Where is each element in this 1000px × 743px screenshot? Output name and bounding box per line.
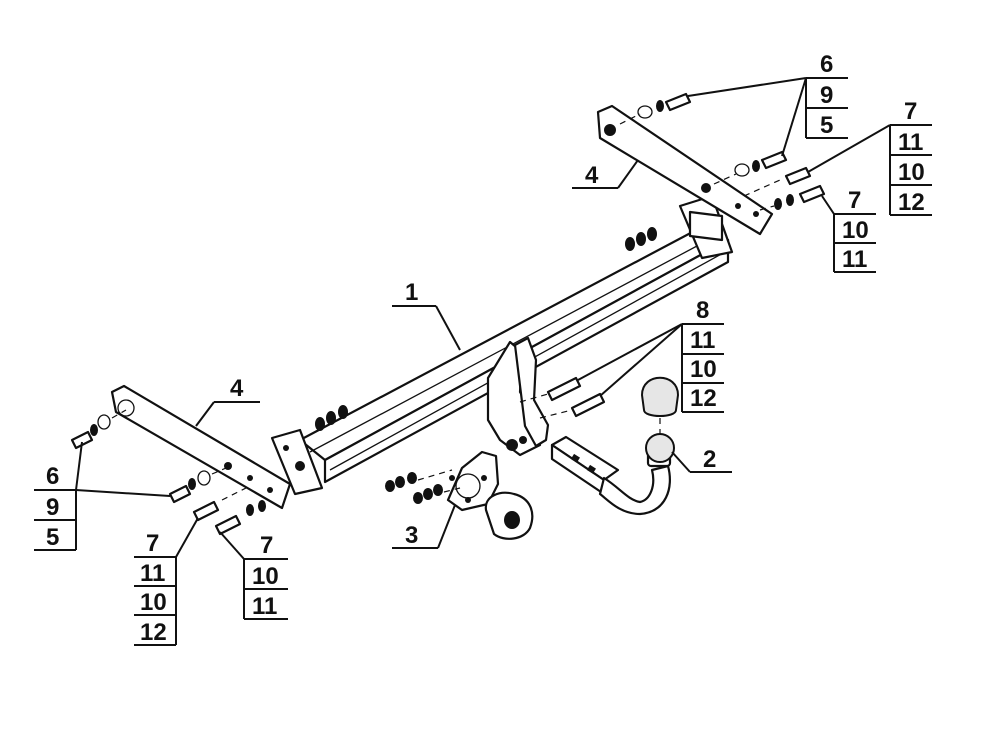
svg-text:10: 10: [842, 217, 869, 244]
socket-bolt-group: [385, 472, 443, 504]
callout-top-right-a: 6 9 5: [687, 51, 848, 157]
svg-text:7: 7: [260, 532, 273, 559]
side-bracket-left: [70, 384, 292, 536]
label-part-3: 3: [392, 504, 456, 549]
label-part-1: 1: [392, 279, 461, 351]
center-bolts: [519, 376, 606, 419]
side-bracket-right: [596, 92, 826, 236]
callout-left-a: 6 9 5: [34, 441, 171, 551]
svg-text:6: 6: [46, 463, 59, 490]
callout-right-b: 7 11 10 12: [807, 98, 932, 216]
svg-text:9: 9: [820, 82, 833, 109]
svg-text:7: 7: [848, 187, 861, 214]
label-part-4-left: 4: [195, 375, 260, 427]
svg-text:6: 6: [820, 51, 833, 78]
beam-bolt-group-left: [315, 405, 348, 431]
svg-text:7: 7: [146, 530, 159, 557]
label-part-4-right: 4: [572, 159, 639, 189]
svg-text:11: 11: [140, 560, 165, 587]
center-hook-bracket: [486, 336, 550, 457]
svg-text:11: 11: [252, 593, 277, 620]
label-2-text: 2: [703, 446, 716, 473]
svg-text:9: 9: [46, 494, 59, 521]
svg-text:12: 12: [898, 189, 925, 216]
tow-ball-assembly: [550, 376, 680, 516]
label-part-2: 2: [671, 446, 732, 473]
callout-left-b: 7 11 10 12: [134, 517, 199, 646]
socket-bracket-assembly: [385, 450, 534, 540]
svg-text:8: 8: [696, 297, 709, 324]
tow-ball-cap: [640, 376, 680, 417]
svg-text:12: 12: [140, 619, 167, 646]
tow-ball: [645, 433, 675, 463]
svg-text:11: 11: [690, 327, 715, 354]
svg-text:11: 11: [842, 246, 867, 273]
callout-right-c: 7 10 11: [821, 187, 876, 273]
svg-text:10: 10: [252, 563, 279, 590]
svg-text:10: 10: [140, 589, 167, 616]
svg-text:7: 7: [904, 98, 917, 125]
label-4-left-text: 4: [230, 375, 244, 402]
beam-bolt-group-right: [625, 227, 657, 251]
label-4-right-text: 4: [585, 162, 599, 189]
svg-text:5: 5: [46, 524, 59, 551]
svg-text:5: 5: [820, 112, 833, 139]
callout-left-c: 7 10 11: [219, 531, 288, 620]
label-1-text: 1: [405, 279, 418, 306]
callout-center: 8 11 10 12: [577, 297, 724, 413]
svg-text:11: 11: [898, 129, 923, 156]
svg-text:10: 10: [898, 159, 925, 186]
svg-text:12: 12: [690, 385, 717, 412]
label-3-text: 3: [405, 522, 418, 549]
svg-text:10: 10: [690, 356, 717, 383]
